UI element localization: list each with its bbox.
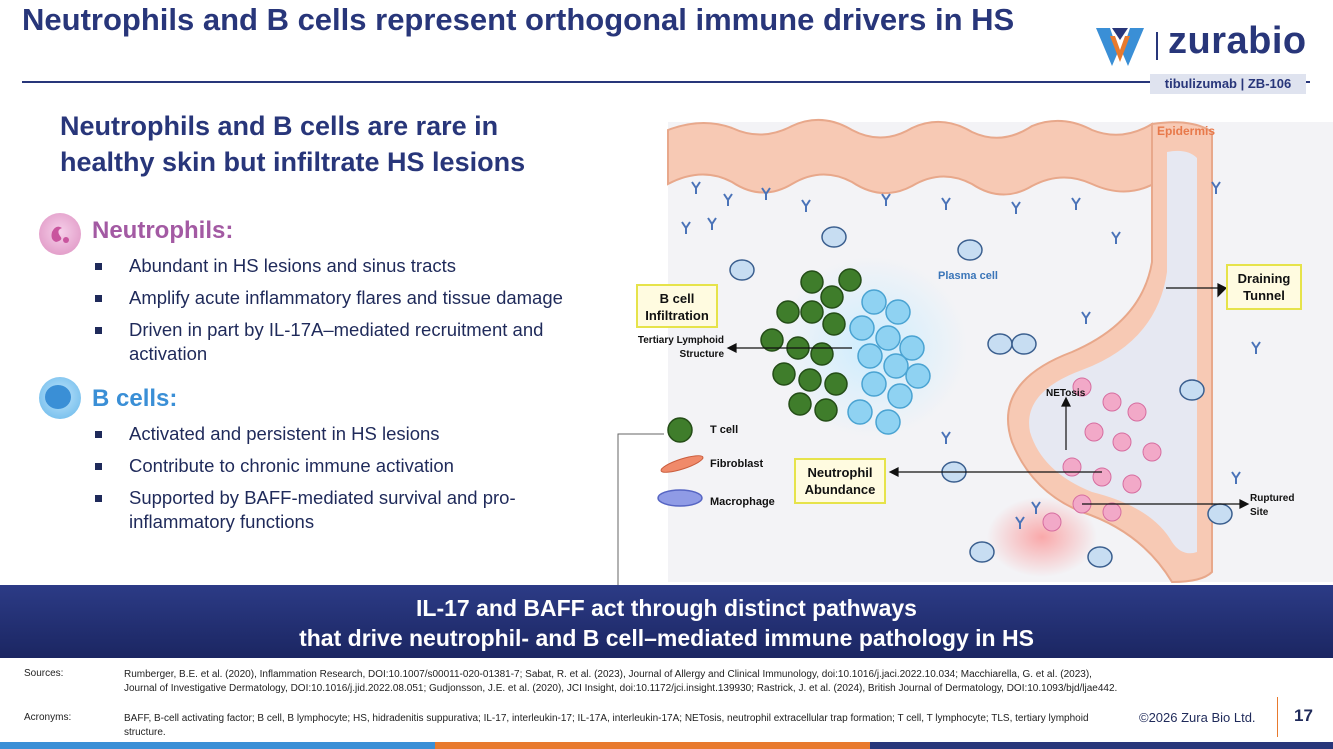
page-number: 17 <box>1294 706 1313 725</box>
bcell-icon <box>39 377 81 419</box>
macrophage-legend-icon <box>657 489 703 507</box>
zurabio-logo-icon <box>1096 28 1144 66</box>
banner-line-2: that drive neutrophil- and B cell–mediat… <box>299 625 1034 651</box>
epidermis-label: Epidermis <box>1157 124 1216 138</box>
bottom-bar-navy <box>870 742 1333 749</box>
plasma-cell-label: Plasma cell <box>938 270 998 282</box>
neutrophils-bullet-list: Abundant in HS lesions and sinus tracts … <box>91 254 611 374</box>
list-item: Amplify acute inflammatory flares and ti… <box>91 286 611 310</box>
product-badge: tibulizumab | ZB-106 <box>1150 74 1306 94</box>
netosis-label: NETosis <box>1046 388 1086 399</box>
neutrophil-icon <box>39 213 81 255</box>
draining-tunnel-box: Draining Tunnel <box>1226 264 1302 310</box>
neutrophils-heading: Neutrophils: <box>92 217 234 244</box>
title-divider <box>22 81 1310 83</box>
tls-label: Tertiary Lymphoid Structure <box>637 335 724 360</box>
legend-t-cell-label: T cell <box>710 424 739 436</box>
bcells-heading: B cells: <box>92 385 178 412</box>
list-item: Supported by BAFF-mediated survival and … <box>91 486 591 534</box>
brand-name: zurabio <box>1168 20 1307 62</box>
list-item: Driven in part by IL-17A–mediated recrui… <box>91 318 611 366</box>
skin-illustration <box>617 118 1333 586</box>
section-subtitle: Neutrophils and B cells are rare in heal… <box>60 111 526 177</box>
banner-line-1: IL-17 and BAFF act through distinct path… <box>416 595 917 621</box>
list-item: Contribute to chronic immune activation <box>91 454 591 478</box>
zurabio-logo: zurabio <box>1092 20 1322 68</box>
sources-label: Sources: <box>24 668 64 679</box>
acronyms-text: BAFF, B-cell activating factor; B cell, … <box>124 713 1089 738</box>
legend-macrophage-label: Macrophage <box>710 496 775 508</box>
copyright: ©2026 Zura Bio Ltd. <box>1139 710 1256 725</box>
fibroblast-legend-icon <box>660 455 704 473</box>
acronyms-label: Acronyms: <box>24 712 72 723</box>
banner-text: IL-17 and BAFF act through distinct path… <box>0 593 1333 653</box>
legend-fibroblast-label: Fibroblast <box>710 458 764 470</box>
key-message-banner: IL-17 and BAFF act through distinct path… <box>0 585 1333 658</box>
bottom-bar-blue <box>0 742 435 749</box>
b-cell-infiltration-box: B cell Infiltration <box>636 284 718 328</box>
footer-separator <box>1277 697 1278 737</box>
bcells-bullet-list: Activated and persistent in HS lesions C… <box>91 422 591 542</box>
logo-separator <box>1156 32 1158 60</box>
bottom-bar-orange <box>435 742 870 749</box>
slide-title: Neutrophils and B cells represent orthog… <box>22 2 1015 37</box>
t-cell-legend-icon <box>667 417 693 443</box>
sources-text: Rumberger, B.E. et al. (2020), Inflammat… <box>124 669 1118 694</box>
neutrophil-abundance-box: Neutrophil Abundance <box>794 458 886 504</box>
ruptured-site-label: Ruptured Site <box>1250 493 1295 518</box>
hs-lesion-diagram: Epidermis Plasma cell B cell Infiltratio… <box>612 112 1333 586</box>
list-item: Abundant in HS lesions and sinus tracts <box>91 254 611 278</box>
list-item: Activated and persistent in HS lesions <box>91 422 591 446</box>
